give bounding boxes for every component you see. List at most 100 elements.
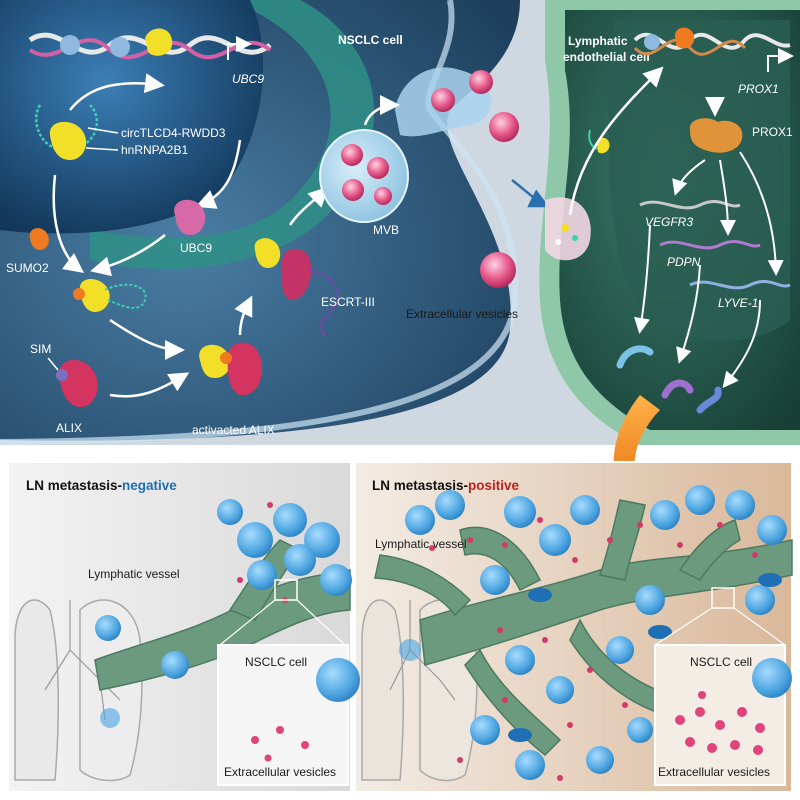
lung-tumor-positive [399,639,421,661]
ev-dot [567,722,573,728]
ubc9-tss-arrow [227,36,252,60]
sim-domain [56,369,68,381]
tumor-cluster-right [405,485,787,780]
ev-dot [542,637,548,643]
gene-prox1-label: PROX1 [738,82,779,96]
vegfr3-label: VEGFR3 [645,215,693,229]
hnrnpa2b1-complex [49,121,87,160]
arrow-sumo-alix [109,318,185,360]
tumor-cell [217,499,243,525]
inset-ev [698,691,706,699]
arrow-ubc9-sumo [90,234,166,277]
dna-strand-lymph [633,32,791,50]
alix-protein [59,360,98,408]
ev-dot [237,577,243,583]
ev-dot [267,502,273,508]
sumo2-label: SUMO2 [6,261,49,275]
ev-dot [717,522,723,528]
bronchi [44,600,121,721]
escrt-alix [281,248,312,300]
lymphatic-nucleus [608,20,790,341]
gene-ubc9-label: UBC9 [232,72,264,86]
inset-ev [755,723,765,733]
vessel-branch [374,554,472,617]
sumo2-protein [29,228,49,250]
lyve1-dna [689,279,791,290]
vessel-branch [599,499,646,581]
vessel-branch [464,648,562,757]
ev-dot [537,517,543,523]
zoom-lines-right [654,607,786,646]
lymph-vessel-label-left: Lymphatic vessel [88,567,180,581]
inset-ev-label-right: Extracellular vesicles [658,765,770,779]
arrow-prox1-pdpn [719,159,736,236]
lyve1-receptor [696,386,722,414]
vegfr3-receptor [616,345,654,369]
secreted-vesicle [489,112,519,142]
ev-dot [467,537,473,543]
circ-leader [87,127,119,134]
title-status-negative: negative [122,478,177,493]
ev-dot [457,757,463,763]
ev-cargo [561,224,569,232]
arrow-activated-escrt [234,295,253,336]
tumor-cell [470,715,500,745]
endoplasmic-reticulum [90,0,375,270]
hnrnp-label: hnRNPA2B1 [121,143,188,157]
arrow-lyve1-protein [722,299,761,389]
title-prefix: LN metastasis- [26,478,122,493]
lyve1-label: LYVE-1 [718,296,758,310]
released-complex [596,137,610,154]
tumor-cell [745,585,775,615]
inset-ev [753,745,763,755]
budding-vesicle [431,88,455,112]
activated-alix-label: activacted ALIX [192,423,275,437]
ev-dot [502,542,508,548]
zoom-marker-left [274,579,298,601]
alix-label: ALIX [56,421,82,435]
tumor-cell [435,490,465,520]
vessel-branch [459,526,542,592]
inset-ev [695,707,705,717]
migrating-cell [648,625,672,639]
ev-dot [557,775,563,781]
mvb [319,129,409,223]
tumor-cell [539,524,571,556]
tumor-cell [546,676,574,704]
lymph-complex [675,27,695,49]
arrow-circ-to-dna [69,73,165,111]
tumor-cell [627,717,653,743]
ev-dot [502,697,508,703]
mvb-vesicle [374,187,392,205]
circrna-sumo [104,283,147,309]
migrating-cell [508,728,532,742]
tumor-cell [284,544,316,576]
lung-tumor [100,708,120,728]
ev-dot [572,557,578,563]
arrow-mvb-secretion [363,95,400,126]
arrow-prox1-vegfr3 [672,159,706,196]
inset-tumor-cell-right [752,658,792,698]
activated-alix-protein [227,342,262,396]
tumor-cell [504,496,536,528]
arrow-alix-activated [109,372,190,398]
tumor-cell [95,615,121,641]
nsclc-nucleus [0,0,264,234]
sumoylated-complex [79,278,110,312]
prox1-protein-label: PROX1 [752,125,793,139]
inset-ev [675,715,685,725]
tumor-cell [515,750,545,780]
tumor-cell [237,522,273,558]
arrow-ubc9-translation [195,139,242,209]
sim-leader [47,357,59,371]
inset-ev [276,726,284,734]
inset-ev [737,707,747,717]
hnrnpa2b1-protein [145,28,173,56]
ev-dot [752,552,758,558]
escrt-iii-filament [309,268,340,337]
vessel-branch [678,519,741,581]
tumor-cell [586,746,614,774]
tumor-cell [757,515,787,545]
lymphatic-title-line1: Lymphatic [568,34,628,48]
ev-dot [607,537,613,543]
